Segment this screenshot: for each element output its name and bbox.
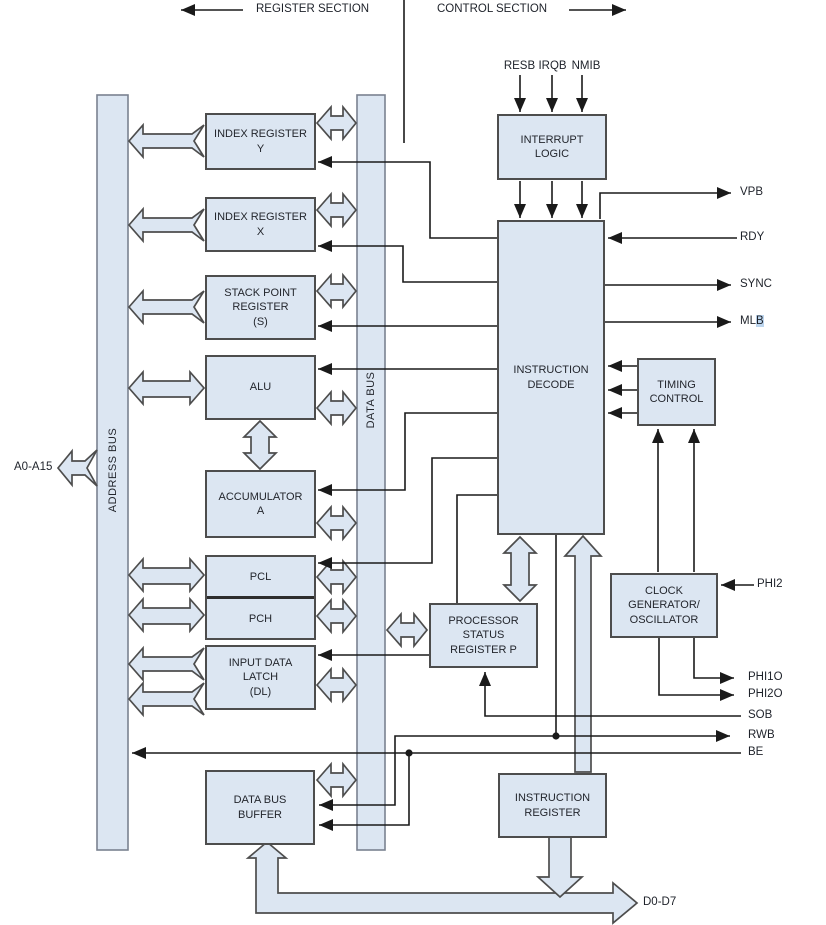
instruction-register-block: INSTRUCTION REGISTER [498, 773, 607, 838]
indexy-to-addressbus-arrow [127, 122, 205, 160]
rwb-pin-label: RWB [748, 729, 775, 741]
instruction-decode-block: INSTRUCTION DECODE [497, 220, 605, 535]
register-section-label: REGISTER SECTION [256, 3, 370, 15]
idl-to-addressbus-arrow-2 [127, 680, 205, 718]
index-register-x-block: INDEX REGISTER X [205, 197, 316, 252]
address-bus-label: ADDRESS BUS [107, 427, 119, 513]
mlb-pin-label: MLB [740, 315, 764, 327]
decode-pstatus-bidir-arrow [501, 535, 539, 603]
input-data-latch-block: INPUT DATA LATCH (DL) [205, 645, 316, 710]
ctrl-wire-indexx [318, 240, 497, 283]
rwb-dbb-wire [319, 735, 556, 811]
index-register-y-block: INDEX REGISTER Y [205, 113, 316, 170]
address-bus-bar [96, 94, 129, 851]
vpb-wire [599, 187, 731, 219]
mlb-text-highlighted: B [755, 315, 764, 327]
be-dbb-wire [319, 753, 410, 831]
ctrl-wire-pcl [318, 457, 497, 569]
ctrl-wire-idl [318, 494, 497, 661]
pch-addressbus-bidir-arrow [127, 596, 206, 634]
control-section-label: CONTROL SECTION [437, 3, 548, 15]
alu-block: ALU [205, 355, 316, 420]
be-junction-dot [405, 749, 413, 757]
pch-cell: PCH [207, 596, 314, 638]
data-bus-label: DATA BUS [365, 371, 377, 429]
be-pin-label: BE [748, 746, 764, 758]
alu-addressbus-bidir-arrow [127, 369, 206, 407]
alu-databus-bidir-arrow [315, 389, 358, 427]
alu-accumulator-bidir-arrow [241, 419, 279, 471]
d0-d7-channel [245, 840, 639, 925]
a0-a15-pin-label: A0-A15 [14, 461, 53, 473]
accumulator-block: ACCUMULATOR A [205, 470, 316, 538]
rwb-junction-dot [552, 732, 560, 740]
resb-pin-label: RESB [503, 60, 536, 72]
a0-a15-arrow [56, 448, 98, 488]
interrupt-logic-block: INTERRUPT LOGIC [497, 114, 607, 180]
sob-pin-label: SOB [748, 709, 773, 721]
program-counter-block: PCL PCH [205, 555, 316, 640]
stack-to-addressbus-arrow [127, 288, 205, 326]
stack-databus-bidir-arrow [315, 272, 358, 310]
vpb-pin-label: VPB [740, 186, 764, 198]
phi2o-wire [658, 638, 734, 701]
phi1o-wire [693, 638, 734, 684]
sync-pin-label: SYNC [740, 278, 772, 290]
idl-databus-bidir-arrow [315, 666, 358, 704]
phi1o-pin-label: PHI1O [748, 671, 783, 683]
accumulator-databus-bidir-arrow [315, 504, 358, 542]
irqb-pin-label: IRQB [538, 60, 567, 72]
pcl-addressbus-bidir-arrow [127, 556, 206, 594]
pcl-cell: PCL [249, 570, 272, 583]
ireg-to-channel-arrow [535, 836, 585, 899]
phi2-pin-label: PHI2 [757, 578, 783, 590]
pstatus-databus-bidir-arrow [385, 611, 429, 649]
indexx-to-addressbus-arrow [127, 206, 205, 244]
pch-databus-bidir-arrow [315, 597, 358, 635]
dbb-databus-bidir-arrow [315, 761, 358, 799]
d0-d7-pin-label: D0-D7 [643, 896, 677, 908]
processor-status-block: PROCESSOR STATUS REGISTER P [429, 603, 538, 668]
sob-wire [479, 672, 741, 717]
ctrl-wire-indexy [318, 156, 497, 239]
rdy-pin-label: RDY [740, 231, 765, 243]
nmib-pin-label: NMIB [571, 60, 601, 72]
clock-generator-block: CLOCK GENERATOR/ OSCILLATOR [610, 573, 718, 638]
data-bus-buffer-block: DATA BUS BUFFER [205, 770, 315, 845]
phi2o-pin-label: PHI2O [748, 688, 783, 700]
indexy-databus-bidir-arrow [315, 104, 358, 142]
idl-to-addressbus-arrow-1 [127, 645, 205, 683]
stack-pointer-block: STACK POINT REGISTER (S) [205, 275, 316, 340]
mlb-text: ML [740, 315, 756, 327]
ctrl-wire-accumulator [318, 412, 497, 496]
data-bus-bar [356, 94, 386, 851]
indexx-databus-bidir-arrow [315, 191, 358, 229]
pcl-databus-bidir-arrow [315, 558, 358, 596]
timing-control-block: TIMING CONTROL [637, 358, 716, 426]
